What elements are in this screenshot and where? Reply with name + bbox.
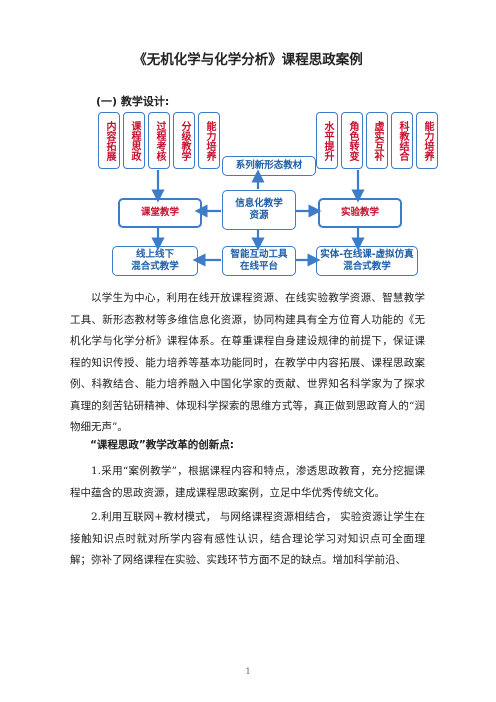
page-title: 《无机化学与化学分析》课程思政案例 <box>133 52 363 68</box>
blended-teaching-box: 线上线下 混合式教学 <box>112 246 198 276</box>
innovation-heading: “课程思政”教学改革的创新点: <box>90 439 235 451</box>
right-box-1: 水平提升 <box>316 112 338 169</box>
section-heading: (一) 教学设计: <box>96 95 170 108</box>
smart-tools-line1: 智能互动工具 <box>230 249 288 260</box>
intro-text: 以学生为中心，利用在线开放课程资源、在线实验教学资源、智慧教学工具、新形态教材等… <box>70 292 425 433</box>
diagram-arrows <box>151 169 365 267</box>
info-resources-line2: 资源 <box>249 210 269 221</box>
classroom-teaching-label: 课堂教学 <box>140 207 179 218</box>
left-box-4: 分级教学 <box>173 112 195 169</box>
left-box-5: 能力培养 <box>198 112 220 169</box>
blended-line2: 混合式教学 <box>131 261 179 272</box>
teaching-design-diagram: 内容拓展 课程思政 过程考核 分级教学 能力培养 水平提升 角色转变 虚实互补 … <box>92 112 438 280</box>
textbook-box: 系列新形态教材 <box>222 156 316 176</box>
info-resources-line1: 信息化教学 <box>235 198 283 209</box>
body-paragraph: 以学生为中心，利用在线开放课程资源、在线实验教学资源、智慧教学工具、新形态教材等… <box>70 288 425 439</box>
right-box-5: 能力培养 <box>416 112 438 169</box>
lab-teaching-label: 实验教学 <box>340 207 379 218</box>
page-number: 1 <box>245 667 251 676</box>
smart-tools-line2: 在线平台 <box>239 261 278 272</box>
point-1: 1.采用“案例教学”，根据课程内容和特点，渗透思政教育，充分挖掘课程中蕴含的思政… <box>70 465 425 499</box>
point-2: 2.利用互联网+教材模式， 与网络课程资源相结合， 实验资源让学生在接触知识点时… <box>70 511 425 566</box>
blended-line1: 线上线下 <box>135 249 174 260</box>
virtual-sim-line2: 混合式教学 <box>343 261 391 272</box>
right-box-4: 科教结合 <box>391 112 413 169</box>
virtual-sim-box: 实体-在线课-虚拟仿真 混合式教学 <box>316 246 418 276</box>
right-box-2: 角色转变 <box>341 112 363 169</box>
textbook-label: 系列新形态教材 <box>235 160 303 171</box>
virtual-sim-line1: 实体-在线课-虚拟仿真 <box>320 249 414 260</box>
info-resources-box: 信息化教学 资源 <box>222 190 296 230</box>
lab-teaching-box: 实验教学 <box>318 198 402 228</box>
innovation-points: 1.采用“案例教学”，根据课程内容和特点，渗透思政教育，充分挖掘课程中蕴含的思政… <box>70 461 425 572</box>
right-box-3: 虚实互补 <box>366 112 388 169</box>
left-box-2: 课程思政 <box>123 112 145 169</box>
left-box-3: 过程考核 <box>148 112 170 169</box>
left-box-1: 内容拓展 <box>98 112 120 169</box>
